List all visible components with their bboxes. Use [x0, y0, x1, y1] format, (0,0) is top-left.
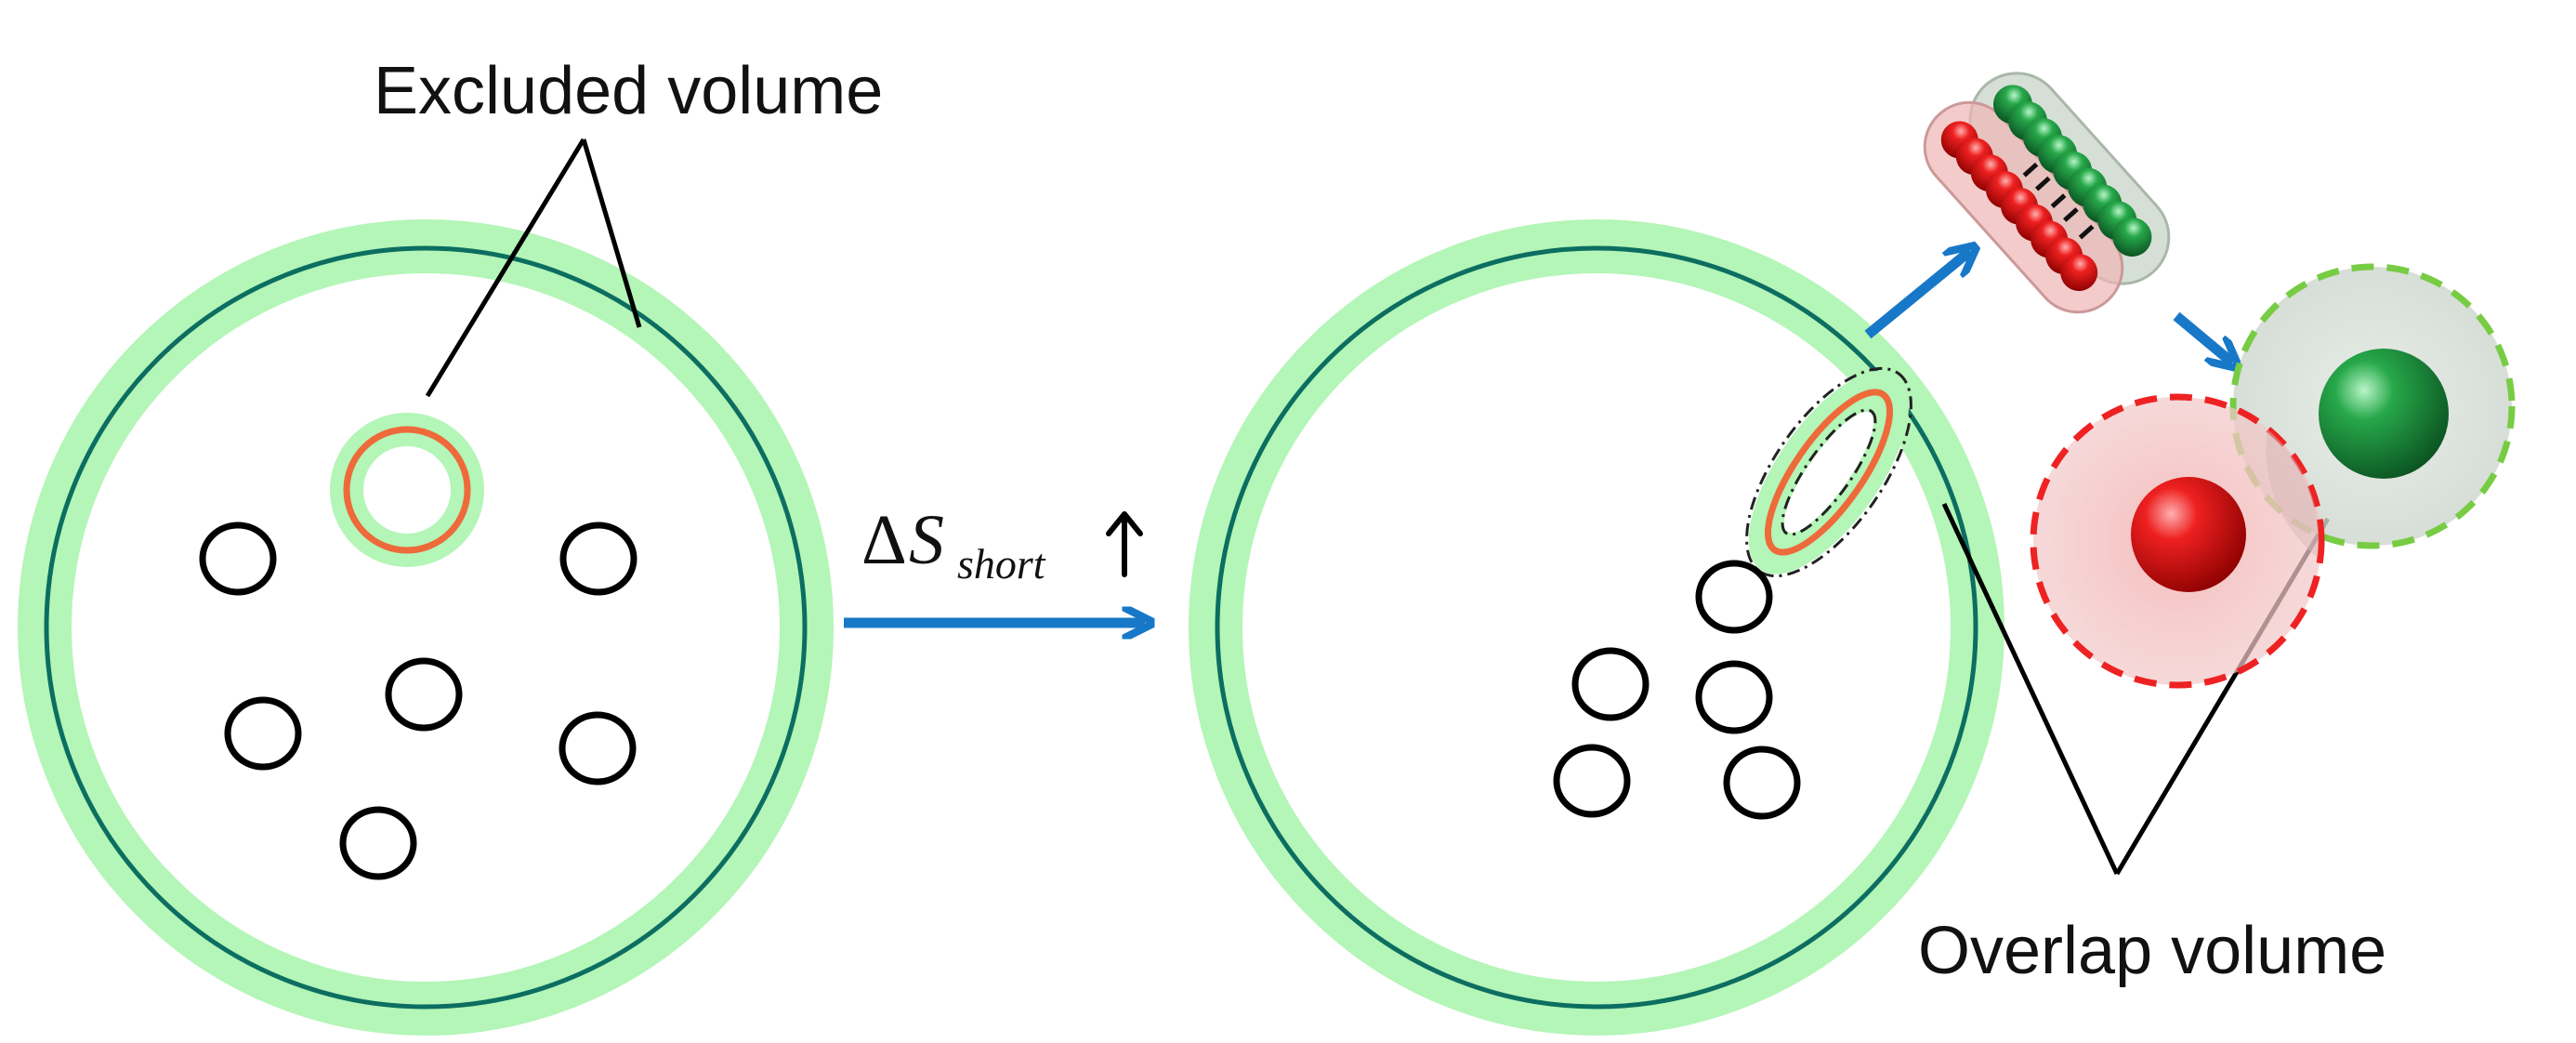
overlap-volume-label: Overlap volume [1918, 914, 2386, 988]
zoom-arrow-to-chains [1864, 251, 1970, 339]
particle [559, 711, 637, 786]
left-particles [199, 522, 637, 880]
overlap-boundary-outer [1745, 366, 1912, 578]
green-bead [2112, 218, 2152, 257]
sphere-overlap-region [2266, 429, 2320, 558]
left-vesicle: Excluded volume [18, 54, 883, 1036]
particle [1695, 560, 1773, 634]
red-bead-chain [1940, 121, 2098, 292]
left-particle-ring [343, 426, 471, 554]
entropy-subscript: short [957, 540, 1046, 588]
right-membrane [1215, 245, 1978, 1010]
bead-chain-model [1923, 72, 2171, 314]
left-membrane [44, 245, 808, 1010]
green-sphere [2319, 349, 2449, 479]
adsorbed-particle-inner [1783, 411, 1874, 534]
particle [1553, 744, 1631, 818]
right-adsorbed-particle [1745, 366, 1912, 578]
excluded-volume-pointers [425, 138, 642, 398]
red-bead [2060, 254, 2098, 292]
two-sphere-model [2030, 263, 2516, 689]
particle [385, 657, 463, 732]
chain-contact-marks [2022, 162, 2095, 240]
particle [199, 522, 277, 596]
particle [1723, 746, 1801, 820]
particle [339, 806, 417, 880]
overlap-boundary-inner [1781, 408, 1877, 536]
right-vesicle: Overlap volume [1189, 219, 2386, 1036]
entropy-delta: Δ [861, 501, 907, 579]
zoom-arrow-to-spheres [2173, 311, 2232, 363]
up-arrow-icon [1106, 511, 1143, 577]
green-bead-chain [1992, 85, 2152, 257]
entropy-symbol: S [909, 501, 944, 579]
adsorbed-particle-ring [1764, 389, 1894, 556]
particle [1695, 660, 1773, 734]
right-particles [1553, 560, 1801, 820]
particle [559, 522, 637, 596]
red-sphere [2131, 477, 2246, 592]
entropy-label: Δ S short [861, 501, 1143, 588]
excluded-volume-label: Excluded volume [374, 54, 883, 128]
particle [224, 696, 302, 771]
left-highlighted-particle [330, 413, 484, 567]
particle [1571, 647, 1649, 721]
